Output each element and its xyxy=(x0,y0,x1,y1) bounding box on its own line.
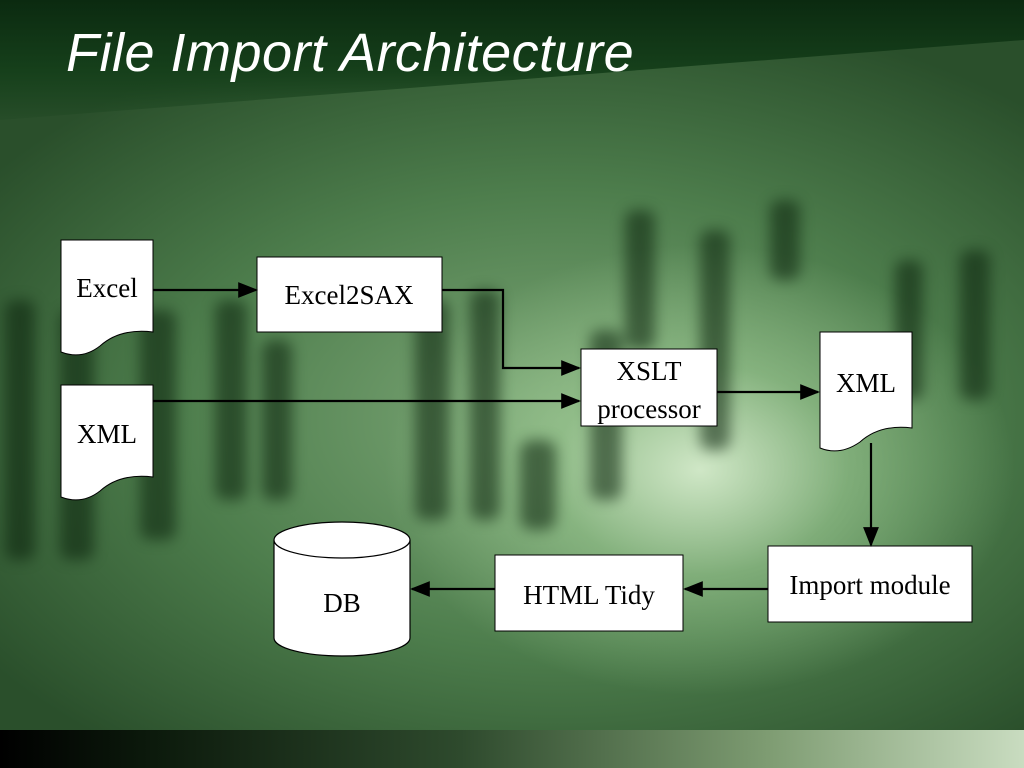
arrow-excel2sax-to-xslt xyxy=(442,288,581,376)
xml-output-document-label: XML xyxy=(836,368,896,398)
excel2sax-node: Excel2SAX xyxy=(256,256,443,333)
xslt-processor-label-line-2: processor xyxy=(597,394,700,424)
excel-document-node: Excel xyxy=(60,239,154,356)
import-module-node: Import module xyxy=(767,545,973,623)
xslt-processor-node: XSLT processor xyxy=(580,348,718,427)
slide-title: File Import Architecture xyxy=(66,23,635,83)
html-tidy-label: HTML Tidy xyxy=(523,580,655,610)
html-tidy-node: HTML Tidy xyxy=(494,554,684,632)
bottom-gradient-strip xyxy=(0,730,1024,768)
import-module-label: Import module xyxy=(789,570,950,600)
xslt-processor-label-line-1: XSLT xyxy=(616,356,682,386)
xml-output-document-node: XML xyxy=(819,331,913,452)
db-label: DB xyxy=(323,588,361,618)
excel2sax-label: Excel2SAX xyxy=(285,280,414,310)
db-cylinder-node: DB xyxy=(273,521,411,657)
xml-input-document-node: XML xyxy=(60,384,154,501)
excel-document-label: Excel xyxy=(76,273,137,303)
xml-input-document-label: XML xyxy=(77,419,137,449)
